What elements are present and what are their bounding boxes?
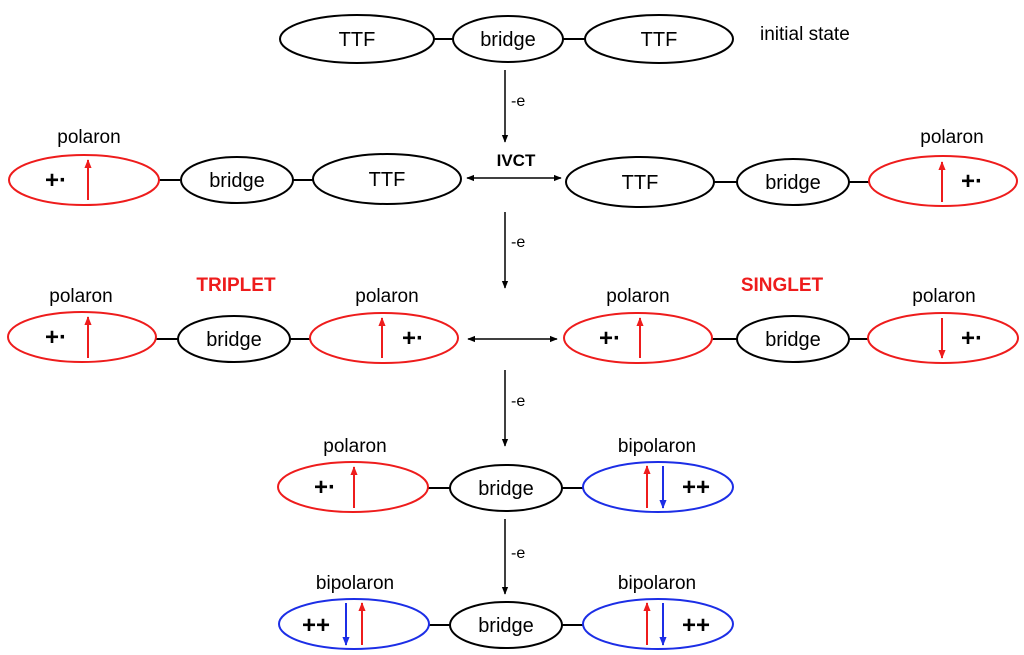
- step-label: -e: [511, 393, 525, 410]
- bridge-label: bridge: [480, 29, 536, 51]
- row-two-bipolarons: bipolaron bipolaron ++ bridge ++: [278, 573, 734, 650]
- row-initial-state: TTF bridge TTF initial state: [279, 14, 850, 64]
- bridge-unit: [449, 601, 563, 649]
- polaron-unit: [309, 312, 459, 364]
- polaron-unit: [563, 312, 713, 364]
- bridge-unit: [449, 464, 563, 512]
- oxidation-step-2: -e: [501, 212, 525, 289]
- radical-cation-charge: +·: [402, 325, 424, 352]
- polaron-label: polaron: [323, 436, 386, 457]
- polaron-unit: [8, 154, 160, 206]
- radical-cation-charge: +·: [45, 167, 67, 194]
- singlet-label: SINGLET: [741, 275, 824, 296]
- row-triplet: TRIPLET polaron polaron +· bridge +·: [7, 275, 459, 364]
- bridge-label: bridge: [765, 172, 821, 194]
- radical-cation-charge: +·: [314, 474, 336, 501]
- bridge-label: bridge: [206, 329, 262, 351]
- bridge-label: bridge: [478, 478, 534, 500]
- bridge-unit: [736, 315, 850, 363]
- bridge-unit: [180, 156, 294, 204]
- step-label: -e: [511, 545, 525, 562]
- ttf-unit: [312, 153, 462, 205]
- radical-cation-charge: +·: [599, 325, 621, 352]
- row-single-polaron-right: polaron TTF bridge +·: [565, 127, 1018, 208]
- oxidation-step-1: -e: [501, 70, 525, 143]
- oxidation-step-4: -e: [501, 519, 525, 595]
- bipolaron-unit: [582, 598, 734, 650]
- ttf-unit-right: [584, 14, 734, 64]
- bipolaron-unit: [582, 461, 734, 513]
- row-singlet: SINGLET polaron polaron +· bridge +·: [563, 275, 1019, 364]
- bridge-unit: [736, 158, 850, 206]
- dication-charge: ++: [302, 612, 330, 639]
- radical-cation-charge: +·: [961, 325, 983, 352]
- radical-cation-charge: +·: [961, 168, 983, 195]
- bridge-unit: [177, 315, 291, 363]
- ttf-label: TTF: [339, 29, 376, 51]
- bipolaron-label: bipolaron: [316, 573, 394, 594]
- bridge-label: bridge: [209, 170, 265, 192]
- polaron-label: polaron: [912, 286, 975, 307]
- row-single-polaron-left: polaron +· bridge TTF: [8, 127, 462, 206]
- oxidation-step-3: -e: [501, 370, 525, 447]
- bipolaron-label: bipolaron: [618, 573, 696, 594]
- triplet-label: TRIPLET: [196, 275, 276, 296]
- bipolaron-unit: [278, 598, 430, 650]
- initial-state-label: initial state: [760, 24, 850, 45]
- ttf-unit: [565, 156, 715, 208]
- row-polaron-bipolaron: polaron bipolaron +· bridge ++: [277, 436, 734, 513]
- step-label: -e: [511, 234, 525, 251]
- dication-charge: ++: [682, 612, 710, 639]
- ivct-equilibrium: IVCT: [466, 151, 562, 182]
- ivct-label: IVCT: [497, 151, 536, 170]
- bridge-unit: [452, 15, 564, 63]
- bridge-label: bridge: [765, 329, 821, 351]
- bipolaron-label: bipolaron: [618, 436, 696, 457]
- polaron-unit: [7, 311, 157, 363]
- ttf-label: TTF: [641, 29, 678, 51]
- polaron-label: polaron: [49, 286, 112, 307]
- dication-charge: ++: [682, 474, 710, 501]
- polaron-label: polaron: [57, 127, 120, 148]
- polaron-label: polaron: [920, 127, 983, 148]
- ttf-label: TTF: [369, 169, 406, 191]
- polaron-label: polaron: [355, 286, 418, 307]
- ttf-label: TTF: [622, 172, 659, 194]
- step-label: -e: [511, 93, 525, 110]
- ttf-unit-left: [279, 14, 435, 64]
- bridge-label: bridge: [478, 615, 534, 637]
- radical-cation-charge: +·: [45, 324, 67, 351]
- polaron-label: polaron: [606, 286, 669, 307]
